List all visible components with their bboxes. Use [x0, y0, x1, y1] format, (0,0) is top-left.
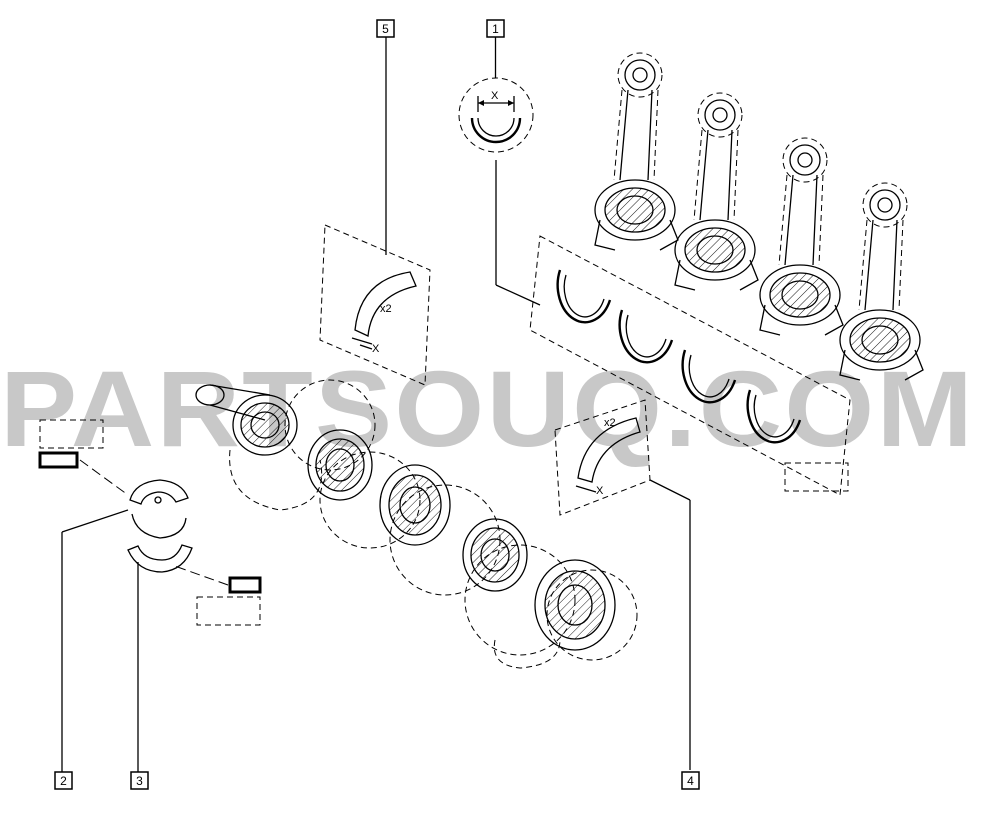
crankshaft [195, 379, 638, 669]
callout-number: 4 [687, 774, 694, 788]
connecting-rod [839, 182, 924, 381]
dimension-label: X [596, 485, 604, 497]
callout-5[interactable]: 5 [376, 19, 395, 38]
bearing-section-detail: X [458, 77, 534, 153]
watermark-text: PARTSOUQ.COM [0, 348, 975, 469]
callout-number: 2 [60, 774, 67, 788]
callout-2[interactable]: 2 [54, 771, 73, 790]
grade-markings [38, 419, 849, 626]
dimension-label: X [372, 343, 380, 355]
leader-lines [61, 509, 139, 772]
connecting-rod [674, 92, 759, 291]
thrust-washer-group-upper: x2 X [319, 36, 431, 386]
callout-number: 5 [382, 22, 389, 36]
callout-4[interactable]: 4 [681, 771, 700, 790]
callout-3[interactable]: 3 [130, 771, 149, 790]
conrod-bearing-shells [495, 160, 851, 496]
callout-1[interactable]: 1 [486, 19, 505, 78]
thrust-washer-group-lower: x2 X [554, 399, 691, 770]
main-bearing-shells [127, 479, 193, 573]
quantity-label: x2 [604, 417, 616, 429]
connecting-rod [594, 52, 679, 251]
quantity-label: x2 [380, 303, 392, 315]
callout-number: 1 [492, 22, 499, 36]
dimension-label: X [491, 90, 499, 102]
connecting-rods [594, 52, 924, 381]
connecting-rod [759, 137, 844, 336]
callout-number: 3 [136, 774, 143, 788]
